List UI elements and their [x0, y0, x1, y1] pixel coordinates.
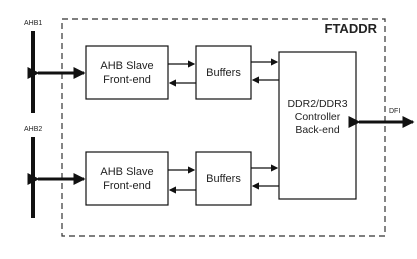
controller-line1: DDR2/DDR3	[287, 98, 347, 110]
slave2-line1: AHB Slave	[100, 166, 153, 178]
buffers1-label: Buffers	[206, 67, 241, 79]
ahb-slave-frontend-2	[85, 151, 169, 206]
dfi-label: DFI	[389, 108, 400, 115]
buffers2-label: Buffers	[206, 173, 241, 185]
ahb-slave-frontend-1	[85, 45, 169, 100]
ahb1-bus-line	[31, 31, 35, 113]
controller-line2: Controller	[295, 111, 341, 123]
slave1-line2: Front-end	[103, 74, 151, 86]
ahb2-bus-line	[31, 137, 35, 218]
ahb2-label: AHB2	[24, 126, 42, 133]
controller-line3: Back-end	[295, 124, 340, 136]
buffers-1	[195, 45, 252, 100]
ahb1-label: AHB1	[24, 20, 42, 27]
buffers-2	[195, 151, 252, 206]
slave1-line1: AHB Slave	[100, 60, 153, 72]
ftaddr-title: FTADDR	[325, 21, 378, 36]
ddr-controller-backend	[278, 51, 357, 200]
slave2-line2: Front-end	[103, 180, 151, 192]
